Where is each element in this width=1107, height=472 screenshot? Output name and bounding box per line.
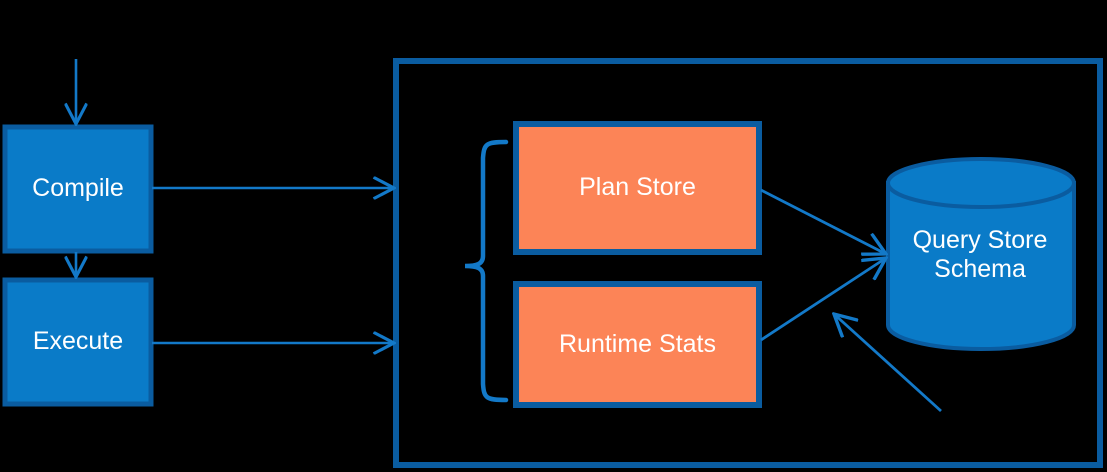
query-store-container <box>393 58 1103 468</box>
connector-runtime-stats-to-schema <box>760 258 886 342</box>
execute-box[interactable] <box>2 277 154 407</box>
grouping-brace <box>464 139 509 403</box>
compile-box[interactable] <box>2 124 154 254</box>
plan-store-box[interactable] <box>513 121 762 255</box>
runtime-stats-box[interactable] <box>513 281 762 408</box>
connector-external-to-schema <box>834 314 942 413</box>
query-store-schema-cylinder[interactable] <box>886 157 1076 351</box>
connector-plan-store-to-schema <box>760 188 886 254</box>
